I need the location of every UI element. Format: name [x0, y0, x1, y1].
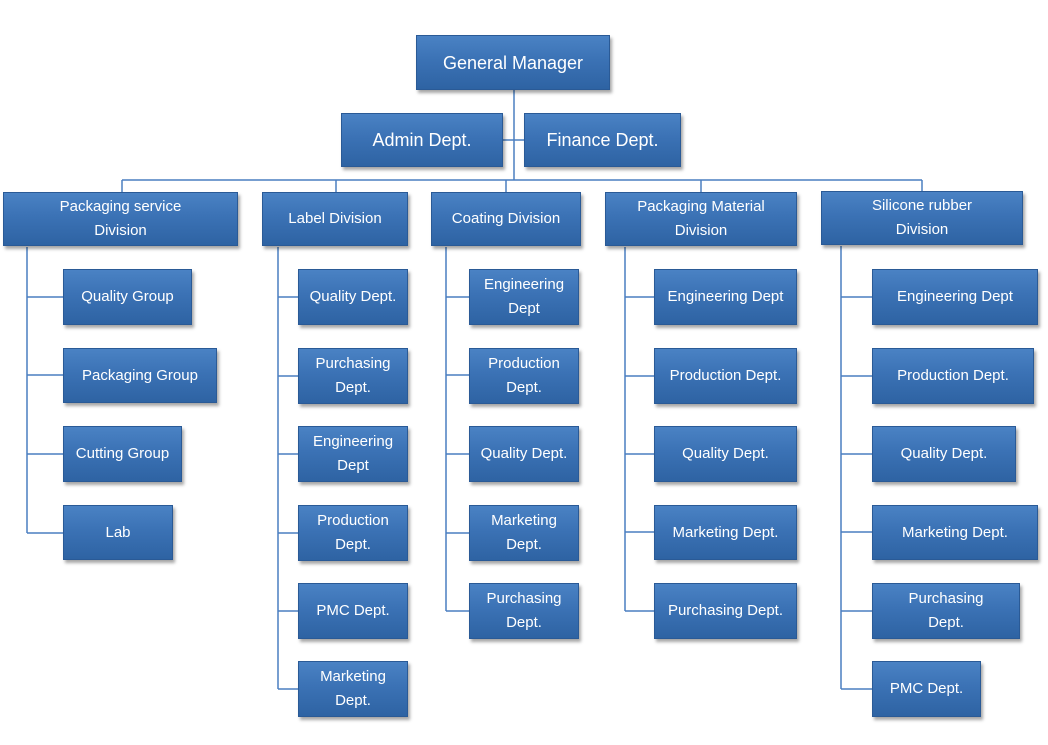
- finance-dept-box[interactable]: Finance Dept.: [524, 113, 681, 167]
- general-manager-label: General Manager: [442, 52, 584, 73]
- division-box[interactable]: Silicone rubber Division: [821, 191, 1023, 245]
- department-box[interactable]: Production Dept.: [654, 348, 797, 404]
- department-label: Marketing Dept.: [491, 512, 557, 553]
- department-box[interactable]: Quality Group: [63, 269, 192, 325]
- department-box[interactable]: Cutting Group: [63, 426, 182, 482]
- department-label: Packaging Group: [82, 366, 198, 384]
- department-box[interactable]: Engineering Dept: [469, 269, 579, 325]
- division-label: Coating Division: [451, 210, 561, 227]
- department-box[interactable]: Purchasing Dept.: [654, 583, 797, 639]
- department-label: Purchasing Dept.: [486, 590, 562, 631]
- admin-dept-label: Admin Dept.: [372, 130, 472, 150]
- department-label: Quality Dept.: [900, 445, 988, 462]
- division-box[interactable]: Label Division: [262, 192, 408, 246]
- department-label: Production Dept.: [897, 367, 1009, 384]
- department-box[interactable]: Production Dept.: [298, 505, 408, 561]
- department-label: Purchasing Dept.: [315, 355, 391, 396]
- department-box[interactable]: Quality Dept.: [654, 426, 797, 482]
- department-label: PMC Dept.: [316, 602, 390, 619]
- department-box[interactable]: Quality Dept.: [298, 269, 408, 325]
- department-box[interactable]: Production Dept.: [469, 348, 579, 404]
- department-box[interactable]: Packaging Group: [63, 348, 217, 403]
- division-box[interactable]: Coating Division: [431, 192, 581, 246]
- department-label: PMC Dept.: [889, 680, 964, 697]
- department-label: Purchasing Dept.: [667, 602, 784, 619]
- department-label: Engineering Dept: [312, 433, 394, 474]
- admin-dept-box[interactable]: Admin Dept.: [341, 113, 503, 167]
- department-box[interactable]: Purchasing Dept.: [298, 348, 408, 404]
- department-box[interactable]: Quality Dept.: [469, 426, 579, 482]
- department-label: Marketing Dept.: [672, 523, 779, 541]
- division-box[interactable]: Packaging service Division: [3, 192, 238, 246]
- finance-dept-label: Finance Dept.: [546, 130, 659, 150]
- department-box[interactable]: PMC Dept.: [298, 583, 408, 639]
- division-label: Label Division: [288, 210, 382, 227]
- department-label: Engineering Dept: [897, 288, 1013, 305]
- division-label: Packaging Material Division: [637, 198, 765, 239]
- department-label: Quality Dept.: [480, 445, 568, 462]
- department-box[interactable]: Production Dept.: [872, 348, 1034, 404]
- department-box[interactable]: Engineering Dept: [298, 426, 408, 482]
- department-label: Production Dept.: [317, 512, 389, 553]
- department-label: Engineering Dept: [667, 288, 784, 305]
- department-label: Cutting Group: [75, 445, 170, 462]
- department-label: Quality Dept.: [682, 445, 769, 462]
- division-label: Packaging service Division: [59, 198, 182, 239]
- department-box[interactable]: Engineering Dept: [872, 269, 1038, 325]
- department-box[interactable]: Lab: [63, 505, 173, 560]
- department-label: Marketing Dept.: [902, 523, 1008, 541]
- department-box[interactable]: PMC Dept.: [872, 661, 981, 717]
- department-box[interactable]: Engineering Dept: [654, 269, 797, 325]
- department-box[interactable]: Purchasing Dept.: [872, 583, 1020, 639]
- division-box[interactable]: Packaging Material Division: [605, 192, 797, 246]
- general-manager-box[interactable]: General Manager: [416, 35, 610, 90]
- department-box[interactable]: Marketing Dept.: [654, 505, 797, 560]
- department-label: Production Dept.: [488, 355, 560, 396]
- department-label: Production Dept.: [669, 367, 782, 384]
- department-label: Lab: [105, 523, 131, 541]
- department-box[interactable]: Marketing Dept.: [872, 505, 1038, 560]
- department-label: Engineering Dept: [483, 276, 565, 317]
- department-label: Quality Dept.: [309, 288, 397, 305]
- department-label: Quality Group: [81, 288, 174, 305]
- department-label: Marketing Dept.: [320, 668, 386, 709]
- department-box[interactable]: Marketing Dept.: [298, 661, 408, 717]
- division-label: Silicone rubber Division: [871, 197, 973, 238]
- department-box[interactable]: Purchasing Dept.: [469, 583, 579, 639]
- department-label: Purchasing Dept.: [908, 590, 984, 631]
- department-box[interactable]: Quality Dept.: [872, 426, 1016, 482]
- department-box[interactable]: Marketing Dept.: [469, 505, 579, 561]
